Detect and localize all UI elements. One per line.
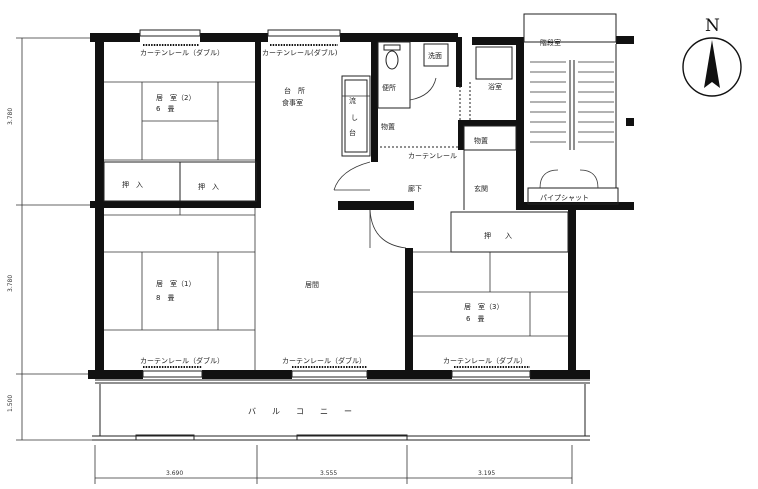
curtain-label-bottom-mid: カーテンレール（ダブル） bbox=[282, 356, 366, 365]
windows bbox=[139, 29, 531, 378]
dim-horizontal-3: 3.195 bbox=[478, 470, 495, 477]
curtain-label-top-left: カーテンレール（ダブル） bbox=[140, 48, 224, 57]
room-1-tatami bbox=[104, 208, 256, 370]
entrance-area bbox=[463, 125, 619, 210]
north-letter: N bbox=[705, 16, 720, 36]
room-3-size: 6 畳 bbox=[466, 315, 484, 323]
north-arrow bbox=[682, 37, 742, 97]
curtain-label-bottom-right: カーテンレール（ダブル） bbox=[443, 356, 527, 365]
room-2-size: 6 畳 bbox=[156, 105, 174, 113]
hall-label: 廊下 bbox=[408, 184, 422, 193]
curtain-label-bottom-left: カーテンレール（ダブル） bbox=[140, 356, 224, 365]
closet-a-label: 押 入 bbox=[122, 180, 143, 189]
storage-right-label: 物置 bbox=[474, 136, 488, 145]
dim-horizontal-2: 3.555 bbox=[320, 470, 337, 477]
dimension-lines bbox=[16, 37, 573, 484]
closet-b-label: 押 入 bbox=[198, 182, 219, 191]
toilet-label: 便所 bbox=[382, 83, 396, 92]
living-label: 居間 bbox=[305, 281, 319, 289]
balcony-label: バ ル コ ニ ー bbox=[248, 407, 352, 416]
bath-label: 浴室 bbox=[488, 82, 502, 91]
pipe-shaft-label: パイプシャット bbox=[540, 194, 589, 202]
closet-c-label: 押 入 bbox=[484, 231, 512, 240]
curtain-rails bbox=[143, 44, 530, 368]
dim-horizontal-1: 3.690 bbox=[166, 470, 183, 477]
sink-char-3: 台 bbox=[349, 128, 356, 137]
entrance-label: 玄関 bbox=[474, 184, 488, 193]
storage-left-label: 物置 bbox=[381, 122, 395, 131]
room-3-name: 居 室（3） bbox=[464, 302, 503, 311]
room-1-name: 居 室（1） bbox=[156, 279, 195, 288]
room-3-tatami bbox=[413, 211, 569, 337]
sink-char-1: 流 bbox=[349, 96, 356, 105]
dining-label: 食事室 bbox=[282, 98, 303, 107]
washroom-bath bbox=[423, 43, 513, 120]
dim-vertical-1: 3.780 bbox=[7, 108, 14, 125]
toilet-storage bbox=[377, 41, 458, 148]
washroom-label: 洗面 bbox=[428, 51, 442, 60]
curtain-label-kitchen: カーテンレール(ダブル) bbox=[262, 48, 338, 57]
curtain-label-hall: カーテンレール bbox=[408, 152, 457, 160]
walls bbox=[88, 33, 634, 379]
dim-vertical-2: 3.780 bbox=[7, 275, 14, 292]
living-door-swing bbox=[369, 209, 407, 249]
stairwell-stairs bbox=[523, 13, 617, 188]
kitchen-label: 台 所 bbox=[284, 86, 305, 95]
kitchen-fixtures bbox=[333, 75, 371, 191]
stairwell-label: 階段室 bbox=[540, 38, 561, 47]
sink-char-2: し bbox=[351, 114, 358, 122]
balcony bbox=[92, 379, 590, 441]
dim-vertical-3: 1.500 bbox=[7, 395, 14, 412]
room-2-tatami bbox=[103, 81, 257, 202]
room-2-name: 居 室（2） bbox=[156, 93, 195, 102]
room-1-size: 8 畳 bbox=[156, 294, 174, 302]
